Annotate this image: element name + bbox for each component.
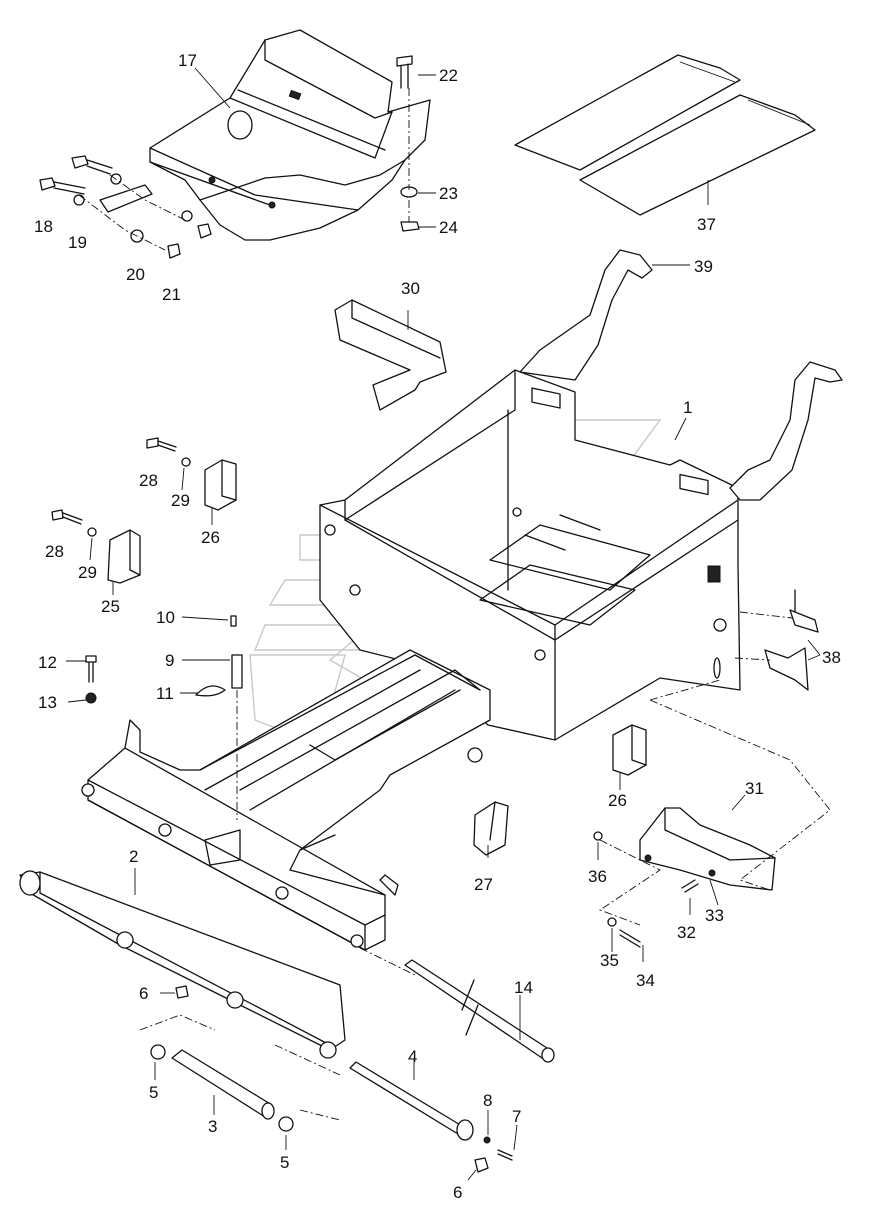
callout-12: 12 bbox=[38, 653, 57, 672]
callout-28a: 28 bbox=[139, 471, 158, 490]
panels-part-37 bbox=[514, 54, 816, 216]
callout-34: 34 bbox=[636, 971, 655, 990]
callout-6a: 6 bbox=[139, 984, 148, 1003]
callout-39: 39 bbox=[694, 257, 713, 276]
callout-3: 3 bbox=[208, 1117, 217, 1136]
bracket-part-31 bbox=[593, 807, 776, 948]
callout-19: 19 bbox=[68, 233, 87, 252]
callout-8: 8 bbox=[483, 1091, 492, 1110]
callout-30: 30 bbox=[401, 279, 420, 298]
bracket-part-30 bbox=[334, 299, 447, 411]
callout-18: 18 bbox=[34, 217, 53, 236]
callout-27: 27 bbox=[474, 875, 493, 894]
pins-9-13 bbox=[85, 615, 243, 820]
callout-29a: 29 bbox=[171, 491, 190, 510]
hardware-3-8 bbox=[139, 985, 513, 1173]
callout-25: 25 bbox=[101, 597, 120, 616]
front-bracket-part-17 bbox=[149, 29, 431, 241]
assembly-lines bbox=[78, 88, 831, 926]
callout-35: 35 bbox=[600, 951, 619, 970]
callout-26a: 26 bbox=[201, 528, 220, 547]
beam-part-2 bbox=[19, 870, 346, 1059]
callout-1: 1 bbox=[683, 398, 692, 417]
callout-28b: 28 bbox=[45, 542, 64, 561]
callout-36: 36 bbox=[588, 867, 607, 886]
callout-33: 33 bbox=[705, 906, 724, 925]
callout-37: 37 bbox=[697, 215, 716, 234]
callout-17: 17 bbox=[178, 51, 197, 70]
callout-29b: 29 bbox=[78, 563, 97, 582]
callout-14: 14 bbox=[514, 978, 533, 997]
callout-13: 13 bbox=[38, 693, 57, 712]
callout-7: 7 bbox=[512, 1107, 521, 1126]
callout-11: 11 bbox=[156, 684, 174, 703]
callout-24: 24 bbox=[439, 218, 458, 237]
callout-9: 9 bbox=[165, 651, 174, 670]
callout-4: 4 bbox=[408, 1047, 417, 1066]
callout-10: 10 bbox=[156, 608, 175, 627]
callout-38: 38 bbox=[822, 648, 841, 667]
callout-31: 31 bbox=[745, 779, 764, 798]
callout-2: 2 bbox=[129, 847, 138, 866]
lower-frame-rails bbox=[81, 649, 491, 951]
callout-labels: 1 2 3 4 5 5 6 6 7 8 9 10 11 12 13 14 17 … bbox=[34, 51, 841, 1202]
callout-22: 22 bbox=[439, 66, 458, 85]
callout-32: 32 bbox=[677, 923, 696, 942]
callout-5b: 5 bbox=[280, 1153, 289, 1172]
sensors-part-38 bbox=[734, 589, 819, 691]
callout-26b: 26 bbox=[608, 791, 627, 810]
hardware-28-29 bbox=[51, 437, 191, 537]
bolts-18-22 bbox=[39, 55, 420, 259]
leader-lines bbox=[66, 67, 821, 1181]
callout-5a: 5 bbox=[149, 1083, 158, 1102]
callout-23: 23 bbox=[439, 184, 458, 203]
callout-20: 20 bbox=[126, 265, 145, 284]
pin-part-14 bbox=[359, 947, 555, 1063]
brackets-25-26-27 bbox=[107, 459, 647, 856]
callout-21: 21 bbox=[162, 285, 181, 304]
main-frame-part-1 bbox=[319, 249, 843, 741]
callout-6b: 6 bbox=[453, 1183, 462, 1202]
